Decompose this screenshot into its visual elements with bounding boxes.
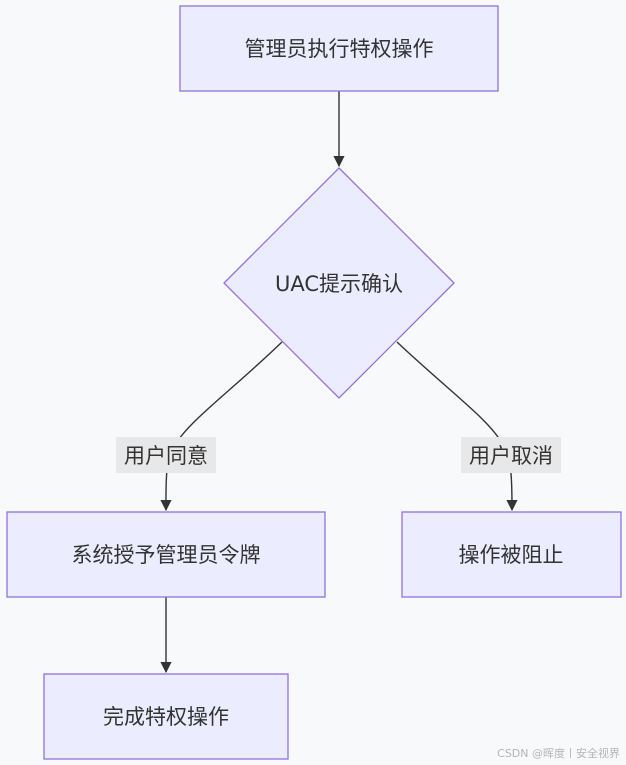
- edge-label-cancel-text: 用户取消: [469, 444, 553, 468]
- node-blocked-label: 操作被阻止: [459, 543, 564, 567]
- edge-label-cancel: 用户取消: [461, 437, 561, 473]
- node-uac-decision: UAC提示确认: [223, 167, 455, 399]
- node-grant-label: 系统授予管理员令牌: [72, 543, 261, 567]
- node-complete: 完成特权操作: [43, 673, 289, 760]
- node-grant-token: 系统授予管理员令牌: [6, 511, 326, 598]
- node-complete-label: 完成特权操作: [103, 705, 229, 729]
- edge-uac-to-grant: [160, 341, 283, 512]
- node-blocked: 操作被阻止: [401, 511, 622, 598]
- node-uac-label: UAC提示确认: [275, 272, 403, 296]
- watermark: CSDN @晖度丨安全视界: [497, 747, 620, 760]
- edge-uac-to-blocked: [396, 341, 518, 512]
- edge-label-agree-text: 用户同意: [124, 444, 208, 468]
- node-start: 管理员执行特权操作: [179, 5, 499, 92]
- node-start-label: 管理员执行特权操作: [245, 37, 434, 61]
- edge-label-agree: 用户同意: [116, 437, 216, 473]
